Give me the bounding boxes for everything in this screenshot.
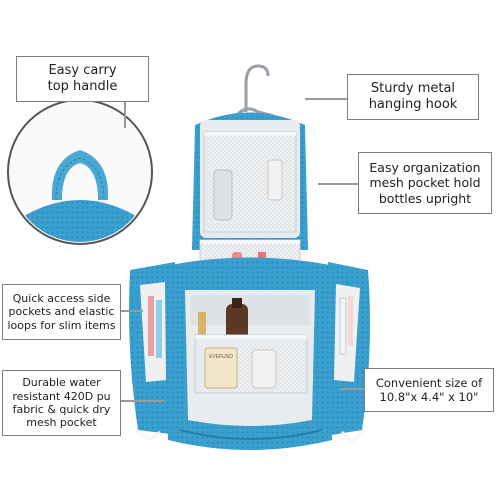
callout-fabric-text: Durable water resistant 420D pu fabric &… bbox=[12, 376, 111, 430]
callout-side-pockets-text: Quick access side pockets and elastic lo… bbox=[7, 291, 116, 332]
callout-top-handle: Easy carry top handle bbox=[16, 56, 149, 102]
callout-mesh-pocket: Easy organization mesh pocket hold bottl… bbox=[358, 152, 492, 214]
connector-side-pockets bbox=[121, 310, 143, 312]
connector-mesh-pocket bbox=[318, 183, 358, 185]
callout-mesh-pocket-text: Easy organization mesh pocket hold bottl… bbox=[369, 160, 481, 206]
callout-side-pockets: Quick access side pockets and elastic lo… bbox=[2, 284, 121, 340]
callout-hanging-hook: Sturdy metal hanging hook bbox=[347, 74, 479, 120]
connector-hook bbox=[305, 98, 347, 100]
connector-fabric bbox=[121, 400, 165, 402]
callout-top-handle-text: Easy carry top handle bbox=[47, 63, 118, 94]
bag-right-side-pocket bbox=[325, 262, 370, 445]
bag-left-side-pocket bbox=[129, 262, 178, 442]
bag-main-body: EVEFUSO bbox=[168, 257, 332, 450]
callout-hanging-hook-text: Sturdy metal hanging hook bbox=[368, 81, 458, 112]
bag-top-flap bbox=[192, 112, 308, 250]
bottle-label: EVEFUSO bbox=[209, 354, 233, 360]
callout-size-text: Convenient size of 10.8"x 4.4" x 10" bbox=[375, 375, 483, 404]
handle-closeup bbox=[7, 99, 153, 245]
callout-size: Convenient size of 10.8"x 4.4" x 10" bbox=[364, 368, 494, 412]
connector-handle bbox=[124, 88, 126, 128]
callout-fabric: Durable water resistant 420D pu fabric &… bbox=[2, 370, 121, 436]
metal-hook bbox=[234, 64, 275, 118]
connector-size bbox=[340, 388, 364, 390]
